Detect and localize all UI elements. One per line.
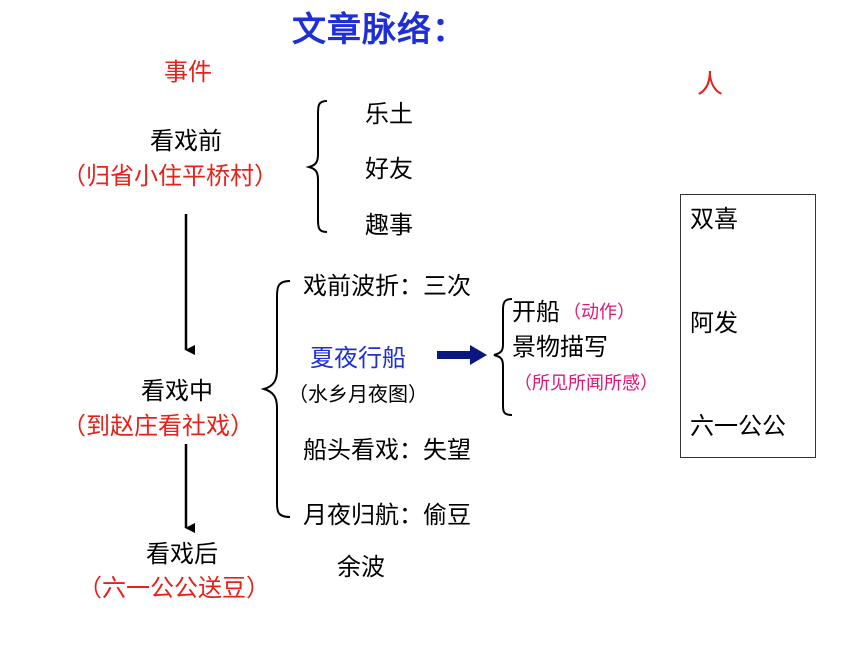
during-return: 月夜归航：偷豆 [303, 501, 471, 529]
boating-scenery-note: （所见所闻所感） [514, 373, 658, 394]
during-twists: 戏前波折：三次 [303, 272, 471, 300]
person: 阿发 [690, 309, 738, 337]
stage-before-detail: （归省小住平桥村） [62, 162, 278, 190]
brace-during [260, 280, 291, 518]
people-box [680, 194, 816, 458]
stage-before-name: 看戏前 [150, 127, 222, 155]
brace-before [305, 100, 328, 233]
boating-scenery: 景物描写 [512, 333, 608, 361]
during-watch: 船头看戏：失望 [303, 436, 471, 464]
during-boating: 夏夜行船 [310, 344, 406, 372]
boating-start: 开船 [512, 298, 560, 326]
after-item: 余波 [337, 553, 385, 581]
person: 六一公公 [690, 412, 786, 440]
arrow-boating-to-details [437, 345, 487, 365]
boating-start-note: （动作） [563, 302, 635, 323]
brace-boating [493, 298, 513, 416]
before-item: 趣事 [365, 211, 413, 239]
during-boating-note: （水乡月夜图） [288, 382, 428, 406]
stage-after-detail: （六一公公送豆） [78, 574, 270, 602]
person: 双喜 [690, 205, 738, 233]
stage-after-name: 看戏后 [146, 540, 218, 568]
people-header: 人 [697, 70, 724, 100]
stage-during-detail: （到赵庄看社戏） [62, 412, 254, 440]
stage-during-name: 看戏中 [141, 377, 213, 405]
page-title: 文章脉络： [292, 10, 467, 50]
events-header: 事件 [164, 58, 212, 86]
before-item: 好友 [365, 155, 413, 183]
before-item: 乐土 [365, 100, 413, 128]
